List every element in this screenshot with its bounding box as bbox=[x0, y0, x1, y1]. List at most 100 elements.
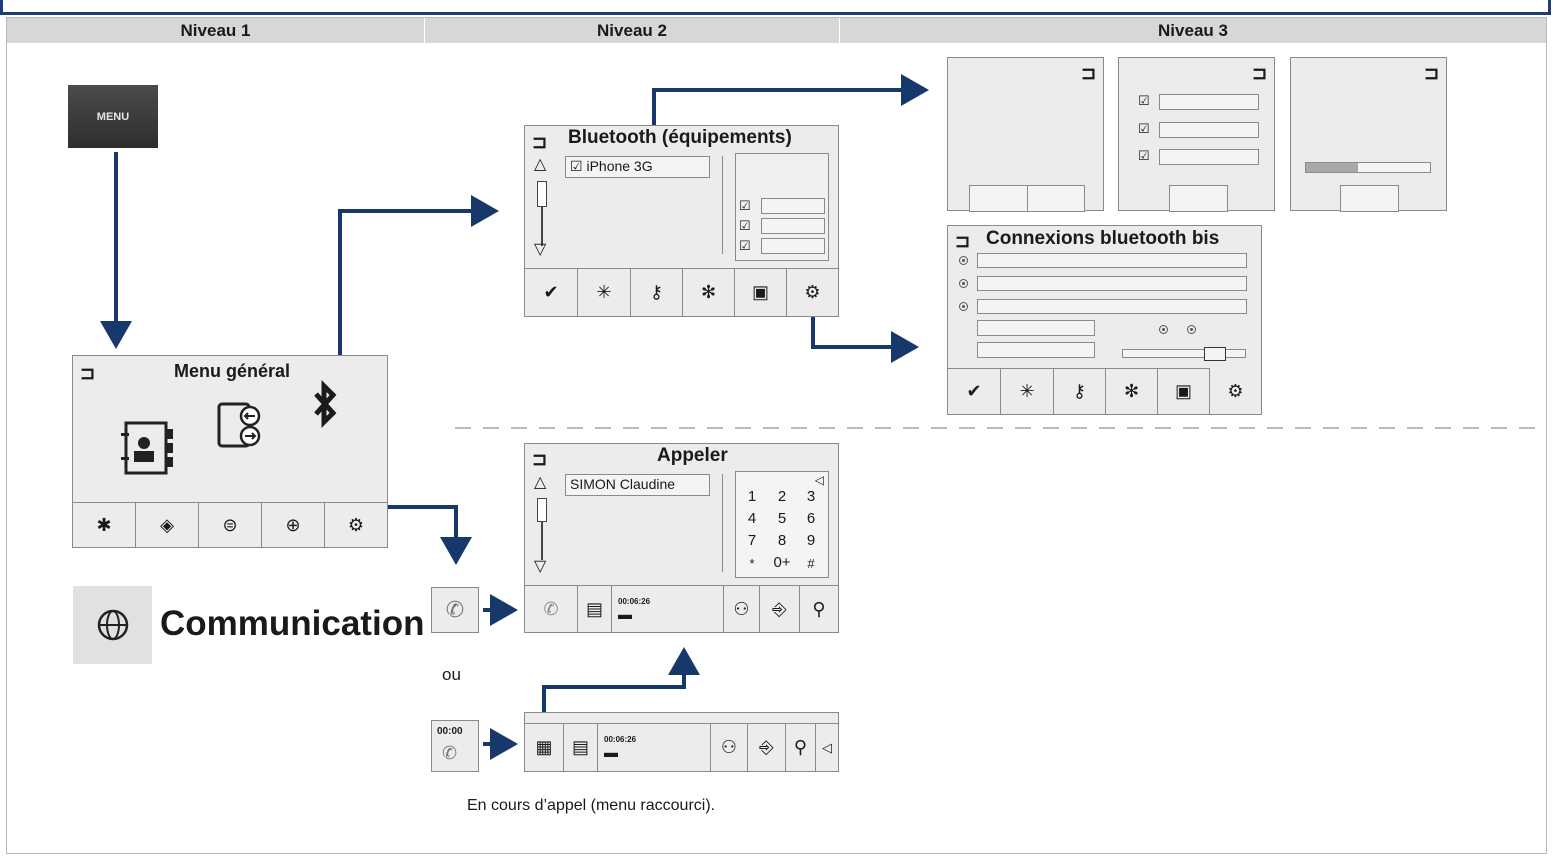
checkbox-icon[interactable]: ☑ bbox=[1138, 93, 1150, 108]
option-field[interactable] bbox=[1159, 94, 1259, 110]
settings-gear-icon[interactable]: ⚙ bbox=[787, 268, 838, 316]
slider-handle[interactable] bbox=[1204, 347, 1226, 361]
internet-globe-icon[interactable]: ⊕ bbox=[262, 502, 325, 547]
back-icon[interactable]: ⊐ bbox=[1424, 63, 1440, 83]
keypad-icon[interactable]: ▦ bbox=[525, 723, 564, 771]
contact-field[interactable]: SIMON Claudine bbox=[565, 474, 710, 496]
level-3-header: Niveau 3 bbox=[1158, 21, 1228, 40]
input-field[interactable] bbox=[977, 320, 1095, 336]
settings-gear-icon[interactable]: ⚙ bbox=[325, 502, 387, 547]
key-8[interactable]: 8 bbox=[777, 532, 787, 549]
confirm-check-icon[interactable]: ✔ bbox=[525, 268, 578, 316]
radio-button[interactable] bbox=[1159, 325, 1168, 334]
device-field[interactable]: ☑ iPhone 3G bbox=[565, 156, 710, 178]
phone-contact-icon[interactable]: ▣ bbox=[735, 268, 787, 316]
confirm-check-icon[interactable]: ✔ bbox=[948, 368, 1001, 414]
bluetooth-disconnect-icon[interactable]: ✻ bbox=[1106, 368, 1158, 414]
bluetooth-phone-icon[interactable]: ✱ bbox=[73, 502, 136, 547]
arrow-general-to-bluetooth bbox=[338, 195, 499, 355]
diagram-frame bbox=[6, 17, 1547, 854]
in-call-button-icon[interactable]: 00:00 ✆ bbox=[431, 720, 479, 772]
key-star[interactable]: * bbox=[749, 556, 755, 571]
scroll-up-icon[interactable]: △ bbox=[534, 156, 547, 173]
media-icon[interactable]: ⊜ bbox=[199, 502, 262, 547]
option-field[interactable] bbox=[977, 253, 1247, 268]
phone-handset-icon[interactable]: ✆ bbox=[525, 585, 578, 632]
bluetooth-disconnect-icon[interactable]: ✻ bbox=[683, 268, 735, 316]
radio-button[interactable] bbox=[959, 279, 968, 288]
phone-handset-icon: ✆ bbox=[442, 743, 458, 763]
menu-button[interactable]: MENU bbox=[68, 85, 158, 148]
collapse-arrow-icon[interactable]: ◁ bbox=[816, 723, 838, 771]
key-4[interactable]: 4 bbox=[747, 510, 757, 527]
settings-gear-icon[interactable]: ⚙ bbox=[1227, 380, 1244, 401]
phone-transfer-icon[interactable] bbox=[216, 401, 268, 449]
back-icon[interactable]: ⊐ bbox=[532, 132, 548, 152]
scrollbar[interactable] bbox=[537, 181, 547, 246]
option-field[interactable] bbox=[977, 299, 1247, 314]
key-3[interactable]: 3 bbox=[806, 488, 816, 505]
scrollbar[interactable] bbox=[537, 498, 547, 560]
key-2[interactable]: 2 bbox=[777, 488, 787, 505]
contacts-icon[interactable]: ▤ bbox=[578, 585, 612, 632]
backspace-icon[interactable]: ◁ bbox=[814, 473, 824, 487]
bluetooth-icon[interactable] bbox=[311, 380, 339, 430]
back-icon[interactable]: ⊐ bbox=[955, 231, 971, 251]
search-devices-icon[interactable]: ✳ bbox=[1001, 368, 1054, 414]
transfer-phone-icon[interactable]: ⎆ bbox=[760, 585, 800, 632]
scroll-down-icon[interactable]: ▽ bbox=[534, 241, 547, 258]
option-field[interactable] bbox=[977, 276, 1247, 291]
button-left[interactable] bbox=[969, 185, 1028, 212]
back-icon[interactable]: ⊐ bbox=[532, 449, 548, 469]
checkbox-icon[interactable]: ☑ bbox=[739, 198, 751, 213]
call-button-icon[interactable]: ✆ bbox=[431, 587, 479, 633]
option-field[interactable] bbox=[761, 198, 825, 214]
slider-track[interactable] bbox=[1122, 349, 1246, 358]
cancel-button[interactable] bbox=[1340, 185, 1399, 212]
back-icon[interactable]: ⊐ bbox=[80, 363, 96, 383]
globe-phone-icon bbox=[97, 609, 128, 641]
device-name: iPhone 3G bbox=[586, 158, 653, 174]
radio-button[interactable] bbox=[959, 256, 968, 265]
button-right[interactable] bbox=[1027, 185, 1085, 212]
bluetooth-title: Bluetooth (équipements) bbox=[568, 127, 792, 148]
confirm-button[interactable] bbox=[1169, 185, 1228, 212]
scroll-up-icon[interactable]: △ bbox=[534, 474, 547, 491]
connexions-title: Connexions bluetooth bis bbox=[986, 228, 1220, 249]
option-field[interactable] bbox=[1159, 149, 1259, 165]
checkbox-icon[interactable]: ☑ bbox=[739, 218, 751, 233]
search-devices-icon[interactable]: ✳ bbox=[578, 268, 631, 316]
key-5[interactable]: 5 bbox=[777, 510, 787, 527]
back-icon[interactable]: ⊐ bbox=[1252, 63, 1268, 83]
checkbox-icon[interactable]: ☑ bbox=[1138, 121, 1150, 136]
key-hash[interactable]: # bbox=[807, 556, 815, 571]
microphone-icon[interactable]: ⚲ bbox=[800, 585, 838, 632]
back-icon[interactable]: ⊐ bbox=[1081, 63, 1097, 83]
microphone-icon[interactable]: ⚲ bbox=[786, 723, 816, 771]
checkbox-icon[interactable]: ☑ bbox=[1138, 148, 1150, 163]
hangup-icon[interactable]: ▬ bbox=[604, 744, 618, 760]
key-9[interactable]: 9 bbox=[806, 532, 816, 549]
key-6[interactable]: 6 bbox=[806, 510, 816, 527]
checkbox-icon[interactable]: ☑ bbox=[739, 238, 751, 253]
conference-icon[interactable]: ⚇ bbox=[711, 723, 748, 771]
contacts-icon[interactable] bbox=[120, 419, 176, 479]
hangup-icon[interactable]: ▬ bbox=[618, 605, 632, 622]
connect-key-icon[interactable]: ⚷ bbox=[631, 268, 683, 316]
input-field[interactable] bbox=[977, 342, 1095, 358]
phone-contact-icon[interactable]: ▣ bbox=[1158, 368, 1210, 414]
radio-button[interactable] bbox=[959, 302, 968, 311]
option-field[interactable] bbox=[761, 218, 825, 234]
transfer-phone-icon[interactable]: ⎆ bbox=[748, 723, 786, 771]
radio-button[interactable] bbox=[1187, 325, 1196, 334]
connect-key-icon[interactable]: ⚷ bbox=[1054, 368, 1106, 414]
option-field[interactable] bbox=[1159, 122, 1259, 138]
key-0[interactable]: 0+ bbox=[773, 554, 791, 571]
conference-icon[interactable]: ⚇ bbox=[724, 585, 760, 632]
key-1[interactable]: 1 bbox=[747, 488, 757, 505]
option-field[interactable] bbox=[761, 238, 825, 254]
contacts-icon[interactable]: ▤ bbox=[564, 723, 598, 771]
key-7[interactable]: 7 bbox=[747, 532, 757, 549]
navigation-icon[interactable]: ◈ bbox=[136, 502, 199, 547]
scroll-down-icon[interactable]: ▽ bbox=[534, 558, 547, 575]
